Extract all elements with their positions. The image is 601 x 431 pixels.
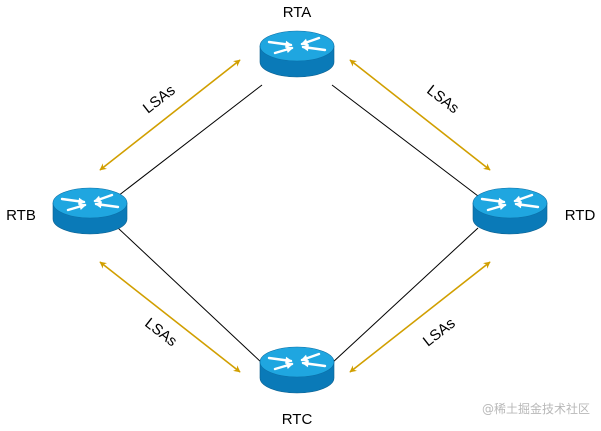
router-label-rtb: RTB bbox=[6, 207, 36, 224]
lsa-labels: LSAs LSAs LSAs LSAs bbox=[140, 82, 462, 350]
lsa-label-rtd-rtc: LSAs bbox=[420, 315, 459, 350]
double-arrow-icon bbox=[349, 261, 491, 373]
router-icon bbox=[472, 187, 548, 235]
link-rta-rtb bbox=[117, 84, 263, 197]
double-arrow-icon bbox=[99, 59, 241, 171]
router-rtc bbox=[259, 346, 335, 394]
double-arrow-icon bbox=[99, 261, 241, 373]
links bbox=[117, 84, 479, 364]
router-rtd bbox=[472, 187, 548, 235]
lsa-arrows bbox=[99, 59, 491, 373]
link-rtd-rtc bbox=[331, 227, 479, 364]
router-label-rta: RTA bbox=[283, 4, 312, 21]
router-label-rtc: RTC bbox=[282, 411, 313, 428]
router-label-rtd: RTD bbox=[565, 207, 596, 224]
router-rtb bbox=[52, 187, 128, 235]
router-icon bbox=[52, 187, 128, 235]
router-labels: RTA RTB RTC RTD bbox=[6, 4, 595, 428]
double-arrow-icon bbox=[349, 59, 491, 171]
router-icon bbox=[259, 346, 335, 394]
router-rta bbox=[259, 30, 335, 78]
watermark: @稀土掘金技术社区 bbox=[482, 401, 590, 416]
link-rtb-rtc bbox=[117, 227, 263, 364]
lsa-label-rta-rtd: LSAs bbox=[423, 82, 462, 117]
router-icon bbox=[259, 30, 335, 78]
